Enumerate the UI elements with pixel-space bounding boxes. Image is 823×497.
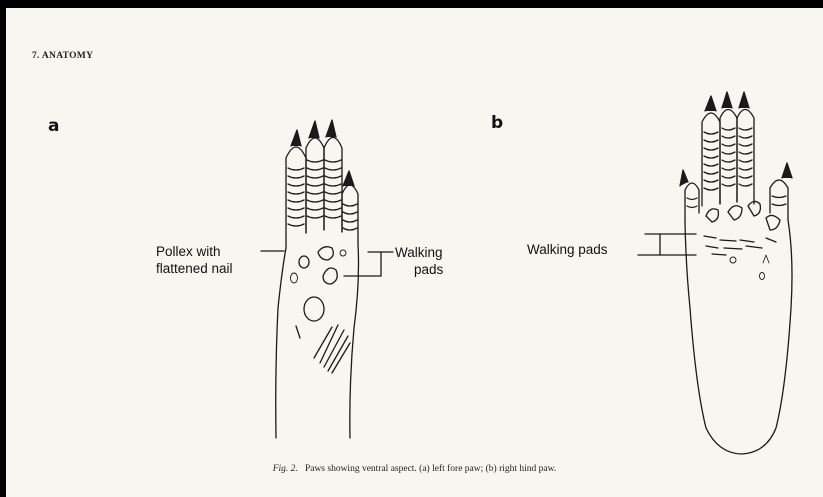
pad-b6 [760,273,765,280]
claw-b1 [705,96,716,111]
pad-a1 [318,247,333,260]
claw-a3 [326,120,336,137]
sole-outline [685,220,792,454]
pad-a6 [340,250,346,256]
pad-b5 [730,257,736,263]
caption-fig-number: Fig. 2. [273,464,298,474]
paw-illustrations [6,8,823,497]
toe-b1 [685,183,699,223]
claw-a1 [291,130,301,146]
pad-a4 [291,273,298,283]
pad-b4 [766,215,780,230]
claw-a2 [309,121,319,138]
claw-a4 [343,171,354,186]
toe-b4 [737,110,754,205]
fore-paw-drawing [261,120,393,438]
leader-pads-a-bottom [344,252,381,276]
toe-b2 [702,113,720,206]
pad-b2 [728,206,742,220]
finger-a1 [286,147,306,248]
pad-a3 [299,256,309,268]
figure-caption: Fig. 2. Paws showing ventral aspect. (a)… [6,464,823,474]
pad-b1 [706,209,718,222]
pad-b7 [763,255,769,263]
finger-ridges-a [288,160,357,230]
pad-a2 [323,268,337,284]
toe-b3 [720,110,737,205]
caption-text: Paws showing ventral aspect. (a) left fo… [305,464,556,474]
toe-b5 [770,180,788,220]
fur-strokes-a [296,325,350,373]
claw-b3 [739,92,749,108]
forearm-right-edge [350,244,359,438]
leader-pads-b-bottom [660,234,696,255]
forearm-left-edge [276,248,286,438]
claw-b5 [782,163,792,178]
page: 7. ANATOMY a b Pollex with flattened nai… [6,8,823,497]
hind-paw-drawing [638,92,792,454]
pad-a5 [304,297,324,321]
sole-texture-b [704,236,776,255]
claw-b4 [680,170,688,186]
claw-b2 [722,92,732,108]
